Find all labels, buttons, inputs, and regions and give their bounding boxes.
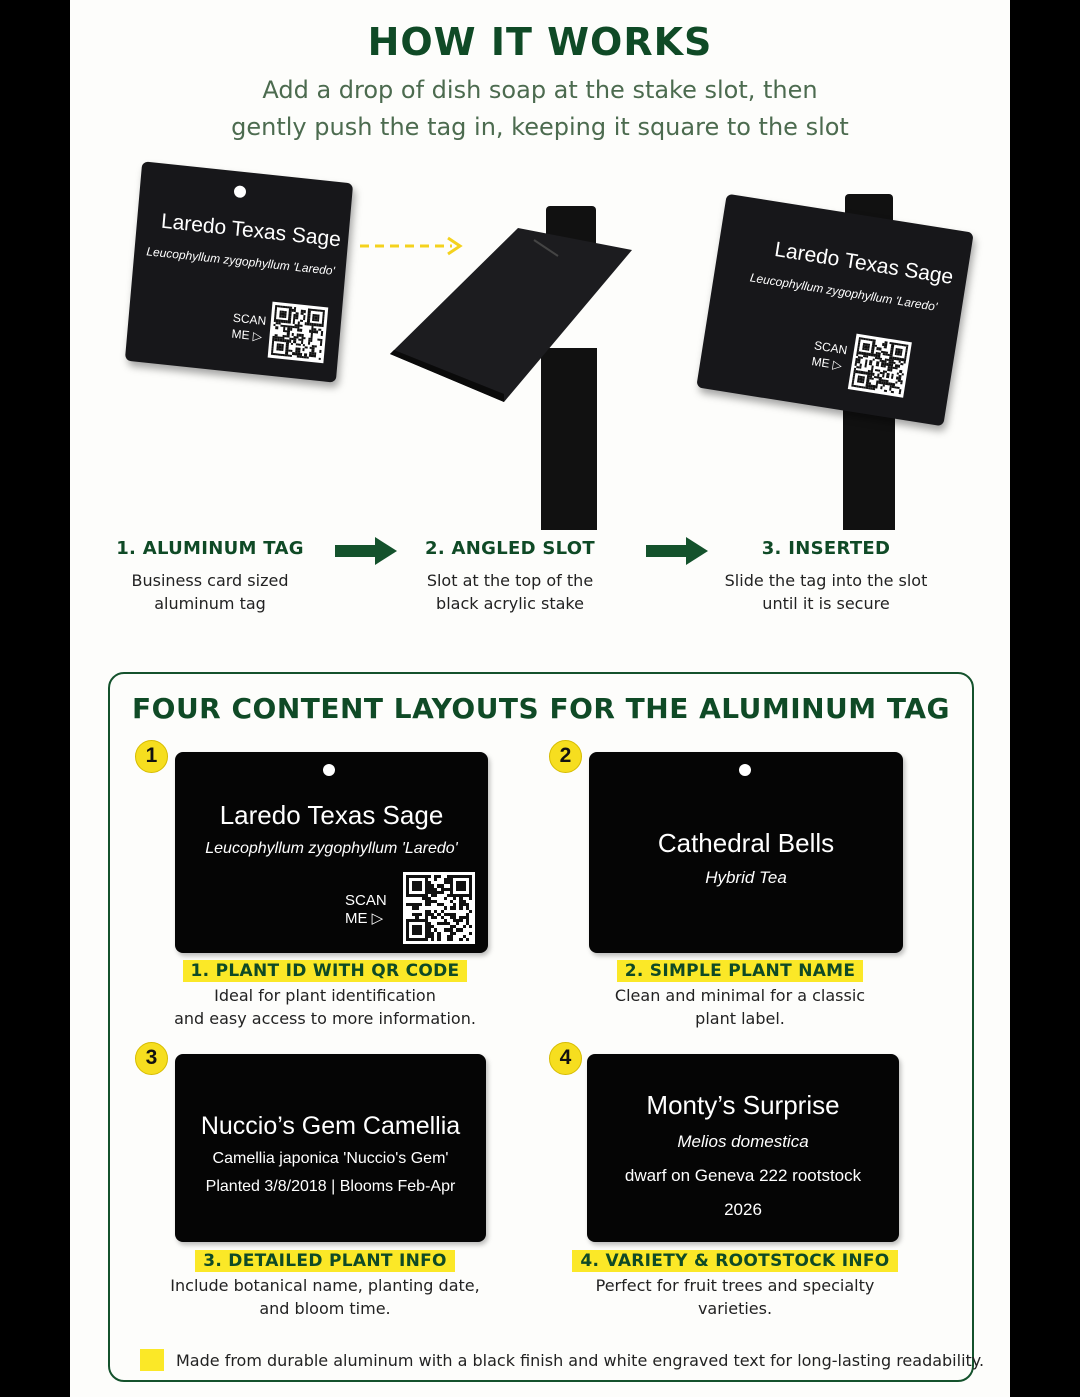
qr-code-icon <box>403 872 475 944</box>
qr-code-icon <box>847 333 912 398</box>
layout-name: 4. VARIETY & ROOTSTOCK INFO <box>572 1250 898 1272</box>
step-desc-line: Slide the tag into the slot <box>724 571 928 590</box>
tag-hole <box>739 764 751 776</box>
layout-desc: Include botanical name, planting date, a… <box>150 1274 500 1320</box>
step-desc-line: until it is secure <box>762 594 890 613</box>
step-title: 1. ALUMINUM TAG <box>116 538 304 559</box>
step-desc-line: black acrylic stake <box>436 594 584 613</box>
tag-scan-text: SCAN ME ▷ <box>231 310 267 345</box>
layout-card-2: Cathedral Bells Hybrid Tea <box>589 752 903 953</box>
layout-desc-line: and easy access to more information. <box>174 1009 476 1028</box>
layout-desc-line: Clean and minimal for a classic <box>614 986 866 1005</box>
tag-latin-name: Leucophyllum zygophyllum 'Laredo' <box>145 244 336 278</box>
layout-desc-line: plant label. <box>695 1009 785 1028</box>
me-label: ME ▷ <box>230 326 263 344</box>
badge-1: 1 <box>135 740 168 773</box>
inserted-tag: Laredo Texas Sage Leucophyllum zygophyll… <box>696 193 974 427</box>
card-year: 2026 <box>724 1200 762 1219</box>
highlight-swatch <box>140 1349 164 1371</box>
step-desc-line: aluminum tag <box>154 594 266 613</box>
card-latin-name: Hybrid Tea <box>705 868 787 887</box>
card-plant-name: Cathedral Bells <box>657 828 835 858</box>
tag-scan-text: SCAN ME ▷ <box>810 337 849 374</box>
product-infographic: HOW IT WORKS Add a drop of dish soap at … <box>70 0 1010 1397</box>
layouts-title: FOUR CONTENT LAYOUTS FOR THE ALUMINUM TA… <box>132 692 950 725</box>
layout-desc: Ideal for plant identification and easy … <box>150 984 500 1030</box>
badge-2: 2 <box>549 740 582 773</box>
layout-name: 3. DETAILED PLANT INFO <box>195 1250 455 1272</box>
layout-name: 2. SIMPLE PLANT NAME <box>616 960 864 982</box>
layout-label-4: 4. VARIETY & ROOTSTOCK INFO Perfect for … <box>560 1250 910 1320</box>
card-plant-name: Laredo Texas Sage <box>219 800 444 830</box>
layout-card-4: Monty’s Surprise Melios domestica dwarf … <box>587 1054 899 1242</box>
step-desc-line: Slot at the top of the <box>426 571 594 590</box>
card-latin-name: Melios domestica <box>677 1132 809 1151</box>
step-1: 1. ALUMINUM TAG Business card sized alum… <box>100 538 320 615</box>
page-subtitle: Add a drop of dish soap at the stake slo… <box>70 72 1010 146</box>
card-latin-name: Camellia japonica 'Nuccio's Gem' <box>212 1150 449 1167</box>
step-desc-line: Business card sized <box>131 571 289 590</box>
card-planting-info: Planted 3/8/2018 | Blooms Feb-Apr <box>205 1178 456 1195</box>
subtitle-line-2: gently push the tag in, keeping it squar… <box>231 113 849 141</box>
layout-label-2: 2. SIMPLE PLANT NAME Clean and minimal f… <box>565 960 915 1030</box>
step1-tag-image: Laredo Texas Sage Leucophyllum zygophyll… <box>124 161 354 383</box>
layout-card-3: Nuccio’s Gem Camellia Camellia japonica … <box>175 1054 486 1242</box>
badge-4: 4 <box>549 1042 582 1075</box>
layout-name: 1. PLANT ID WITH QR CODE <box>182 960 468 982</box>
arrow-right-icon <box>646 537 708 565</box>
qr-code-icon <box>267 301 329 364</box>
card-scan-text: SCAN ME ▷ <box>345 892 387 928</box>
layout-desc-line: Ideal for plant identification <box>214 986 436 1005</box>
step-desc: Slot at the top of the black acrylic sta… <box>400 569 620 615</box>
badge-3: 3 <box>135 1042 168 1075</box>
arrow-right-icon <box>335 537 397 565</box>
step-title: 3. INSERTED <box>761 538 891 559</box>
footnote-text: Made from durable aluminum with a black … <box>176 1351 985 1370</box>
subtitle-line-1: Add a drop of dish soap at the stake slo… <box>262 76 818 104</box>
layout-desc-line: and bloom time. <box>259 1299 391 1318</box>
card-plant-name: Nuccio’s Gem Camellia <box>200 1112 461 1140</box>
step-3: 3. INSERTED Slide the tag into the slot … <box>706 538 946 615</box>
step-desc: Business card sized aluminum tag <box>100 569 320 615</box>
card-rootstock: dwarf on Geneva 222 rootstock <box>624 1166 862 1185</box>
step-desc: Slide the tag into the slot until it is … <box>706 569 946 615</box>
footnote: Made from durable aluminum with a black … <box>140 1349 984 1373</box>
tag-hole <box>233 185 247 199</box>
scan-label: SCAN <box>345 892 387 909</box>
layout-card-1: Laredo Texas Sage Leucophyllum zygophyll… <box>175 752 488 953</box>
step-2: 2. ANGLED SLOT Slot at the top of the bl… <box>400 538 620 615</box>
layout-desc: Clean and minimal for a classic plant la… <box>565 984 915 1030</box>
page-title: HOW IT WORKS <box>367 20 713 64</box>
layout-label-1: 1. PLANT ID WITH QR CODE Ideal for plant… <box>150 960 500 1030</box>
tag-plant-name: Laredo Texas Sage <box>160 209 342 252</box>
layout-label-3: 3. DETAILED PLANT INFO Include botanical… <box>150 1250 500 1320</box>
card-plant-name: Monty’s Surprise <box>646 1090 840 1120</box>
dashed-arrow-icon <box>360 236 463 256</box>
layout-desc-line: Perfect for fruit trees and specialty <box>595 1276 875 1295</box>
stake-post <box>541 348 597 530</box>
layout-desc-line: varieties. <box>697 1299 773 1318</box>
layout-desc: Perfect for fruit trees and specialty va… <box>560 1274 910 1320</box>
me-label: ME ▷ <box>345 910 384 927</box>
tag-hole <box>323 764 335 776</box>
card-latin-name: Leucophyllum zygophyllum 'Laredo' <box>205 840 458 857</box>
layout-desc-line: Include botanical name, planting date, <box>170 1276 480 1295</box>
angled-slot-plate <box>390 228 632 402</box>
step-title: 2. ANGLED SLOT <box>425 538 595 559</box>
layouts-panel: FOUR CONTENT LAYOUTS FOR THE ALUMINUM TA… <box>108 672 984 1382</box>
stake-post <box>843 400 895 530</box>
